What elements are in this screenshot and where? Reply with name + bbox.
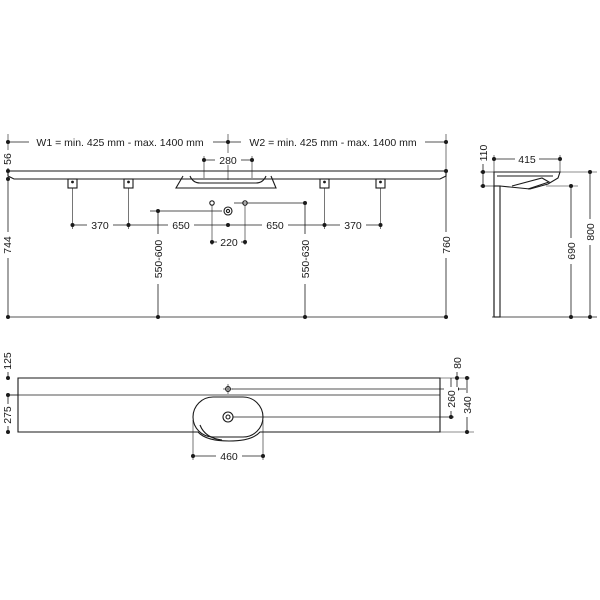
bracket-height-left-label: 550-600 xyxy=(153,240,165,279)
drain-spacing-label: 220 xyxy=(220,237,238,249)
width-right-label: W2 = min. 425 mm - max. 1400 mm xyxy=(249,137,416,149)
width-left-label: W1 = min. 425 mm - max. 1400 mm xyxy=(36,137,203,149)
countertop-side xyxy=(493,171,561,190)
edge-thickness-label: 110 xyxy=(478,144,490,161)
total-height-label: 800 xyxy=(585,223,597,241)
mounting-hole-left xyxy=(209,200,215,206)
front-depth-label: 275 xyxy=(2,406,14,424)
total-height-right-label: 760 xyxy=(441,236,453,254)
basin-front xyxy=(175,175,277,189)
front-view: W1 = min. 425 mm - max. 1400 mm W2 = min… xyxy=(0,134,453,319)
top-thickness-label: 56 xyxy=(2,153,14,165)
wall-side xyxy=(493,185,501,318)
bracket-spacing-left-label: 370 xyxy=(91,220,109,232)
basin-width-label: 280 xyxy=(219,155,237,167)
bracket-spacing-right-label: 370 xyxy=(344,220,362,232)
rim-height-label: 690 xyxy=(566,242,578,260)
bowl-width-label: 460 xyxy=(220,451,238,463)
drain-front xyxy=(223,206,233,216)
total-depth-label: 340 xyxy=(462,396,474,414)
side-view: 110 415 690 800 xyxy=(476,142,597,319)
offset-right-label: 650 xyxy=(266,220,284,232)
plan-view: 125 275 80 260 340 xyxy=(1,350,474,463)
drain-depth-label: 260 xyxy=(446,390,458,408)
back-depth-label: 125 xyxy=(2,352,14,370)
countertop-plan xyxy=(17,377,441,442)
bracket-height-right-label: 550-630 xyxy=(300,240,312,279)
total-height-left-label: 744 xyxy=(2,236,14,254)
offset-left-label: 650 xyxy=(172,220,190,232)
depth-label: 415 xyxy=(518,154,536,166)
countertop-front xyxy=(7,170,447,180)
drain-plan xyxy=(222,411,234,423)
tap-offset-label: 80 xyxy=(452,357,464,369)
bowl-plan xyxy=(192,396,264,438)
